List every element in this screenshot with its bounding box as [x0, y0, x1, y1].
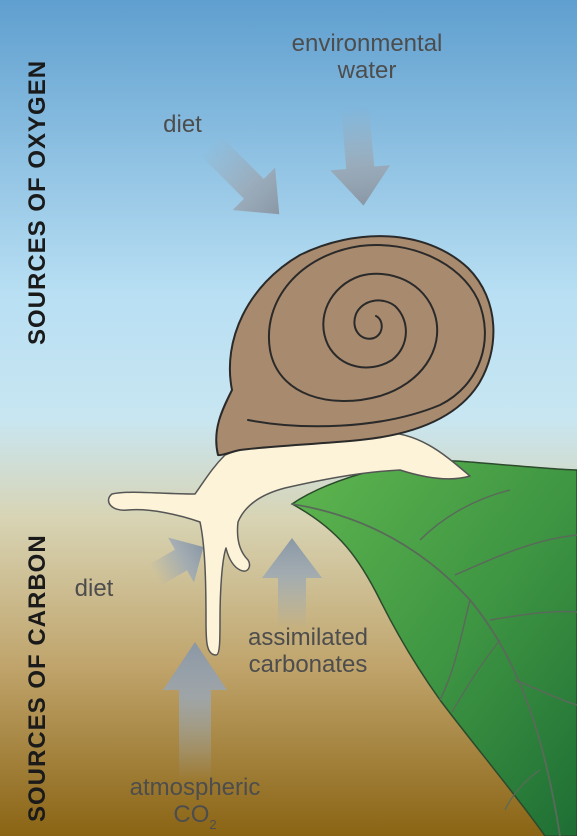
atmospheric-line1: atmospheric [110, 774, 280, 801]
environmental-water-label: environmental water [262, 30, 472, 84]
assimilated-line2: carbonates [228, 651, 388, 678]
co-text: CO [173, 801, 209, 828]
diet-oxygen-label: diet [145, 111, 220, 138]
environmental-water-line1: environmental [262, 30, 472, 57]
sources-of-oxygen-label: SOURCES OF OXYGEN [24, 60, 52, 345]
atmospheric-line2: CO2 [110, 801, 280, 836]
assimilated-line1: assimilated [228, 624, 388, 651]
co2-subscript: 2 [209, 817, 216, 832]
sources-of-carbon-label: SOURCES OF CARBON [24, 534, 52, 822]
diet-carbon-label: diet [64, 575, 124, 602]
environmental-water-line2: water [262, 57, 472, 84]
atmospheric-co2-label: atmospheric CO2 [110, 774, 280, 836]
assimilated-carbonates-label: assimilated carbonates [228, 624, 388, 678]
